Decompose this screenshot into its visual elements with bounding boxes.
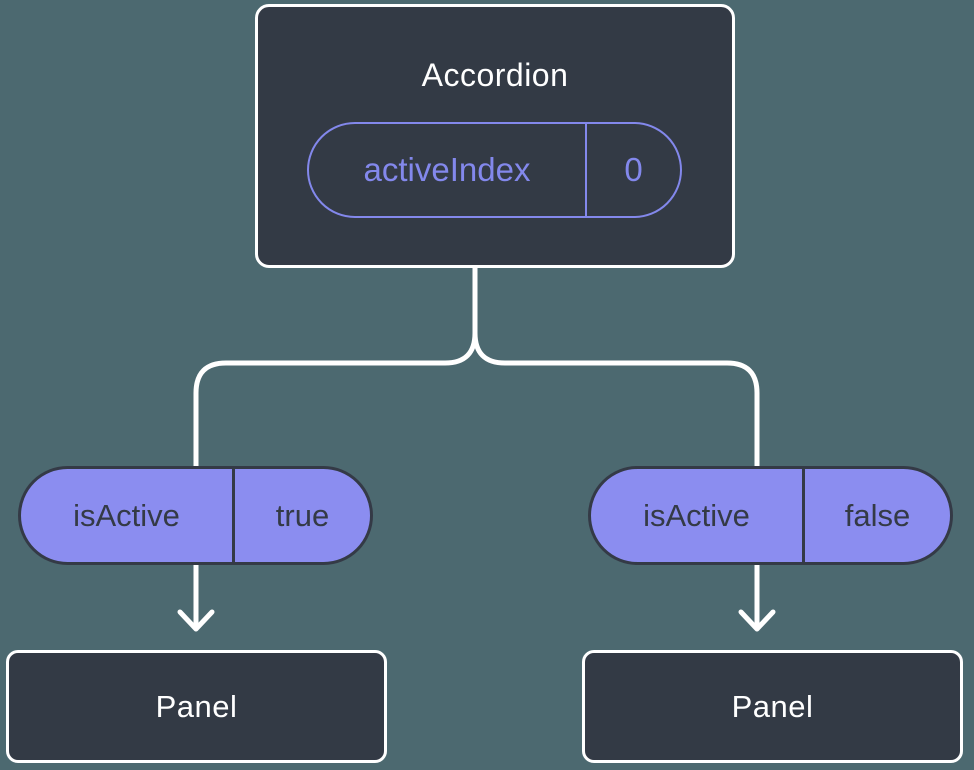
panel-node-right: Panel <box>582 650 963 763</box>
prop-pill-label: isActive <box>21 469 235 562</box>
prop-pill-value: false <box>844 497 911 533</box>
prop-pill-label: isActive <box>591 469 805 562</box>
connector-left-branch <box>193 263 478 631</box>
panel-node-title: Panel <box>155 688 238 724</box>
arrowhead-right-icon <box>738 609 776 632</box>
state-pill-value: 0 <box>624 151 643 188</box>
prop-pill-value: true <box>275 497 330 533</box>
panel-node-title: Panel <box>731 688 814 724</box>
arrowhead-left-icon <box>177 609 215 632</box>
prop-pill-isactive-false: isActive false <box>588 466 953 565</box>
accordion-node-title: Accordion <box>421 57 569 93</box>
panel-node-left: Panel <box>6 650 387 763</box>
state-pill-label: activeIndex <box>309 124 587 216</box>
accordion-node: Accordion activeIndex 0 <box>255 4 735 268</box>
state-pill-activeindex: activeIndex 0 <box>307 122 682 218</box>
prop-pill-isactive-true: isActive true <box>18 466 373 565</box>
connector-right-branch <box>472 263 760 631</box>
